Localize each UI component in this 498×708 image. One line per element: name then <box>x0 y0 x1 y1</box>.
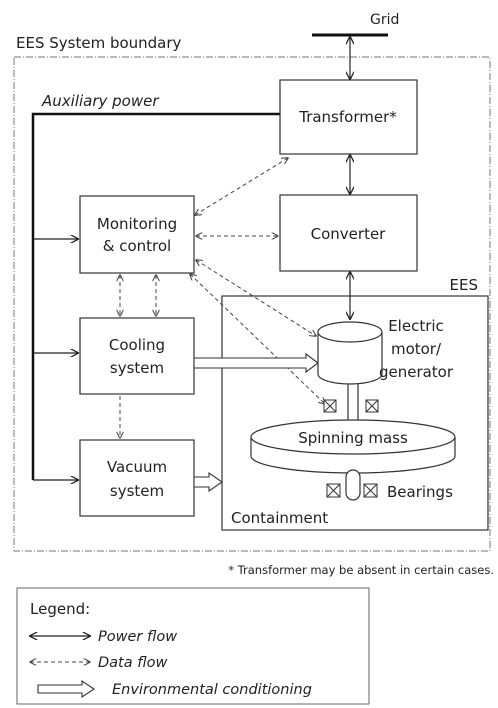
monitoring-label-line2: & control <box>103 237 171 255</box>
footnote: * Transformer may be absent in certain c… <box>228 563 494 577</box>
upper-bearing-right-icon <box>365 399 379 413</box>
motor-label-line1: Electric <box>388 317 444 335</box>
converter-label: Converter <box>311 225 387 243</box>
auxiliary-power-line <box>31 112 280 480</box>
monitoring-bearings-data-flow <box>190 274 325 404</box>
bearings-label: Bearings <box>387 483 453 501</box>
cooling-label-line1: Cooling <box>109 336 165 354</box>
legend-power-flow-label: Power flow <box>98 629 177 645</box>
upper-bearing-left-icon <box>323 399 337 413</box>
grid-label: Grid <box>370 12 399 28</box>
transformer-label: Transformer* <box>298 108 397 126</box>
vacuum-label-line2: system <box>110 482 164 500</box>
legend-environmental-label: Environmental conditioning <box>112 682 312 698</box>
system-boundary-label: EES System boundary <box>16 34 182 52</box>
vacuum-to-containment-conditioning-arrow <box>193 471 223 493</box>
converter-box <box>279 194 418 272</box>
spinning-mass-label: Spinning mass <box>298 429 408 447</box>
lower-shaft <box>345 469 361 501</box>
cooling-system-box <box>79 317 195 395</box>
shaft <box>347 381 359 423</box>
legend-title: Legend: <box>30 600 90 618</box>
cooling-label-line2: system <box>110 359 164 377</box>
cooling-to-motor-conditioning-arrow <box>193 352 319 374</box>
system-boundary <box>13 56 491 552</box>
vacuum-label-line1: Vacuum <box>107 458 167 476</box>
transformer-box <box>279 79 418 155</box>
legend-data-flow-label: Data flow <box>98 655 167 671</box>
monitoring-control-box <box>79 195 195 274</box>
monitoring-label-line1: Monitoring <box>97 215 177 233</box>
motor-label-line3: generator <box>379 363 454 381</box>
vacuum-system-box <box>79 439 195 517</box>
lower-bearing-left-icon <box>326 483 341 498</box>
motor-label-line2: motor/ <box>391 340 442 358</box>
auxiliary-power-label: Auxiliary power <box>41 92 159 110</box>
spinning-mass-disc <box>250 419 456 474</box>
monitoring-transformer-data-flow <box>195 158 288 215</box>
ees-containment-box <box>221 295 489 531</box>
ees-label: EES <box>450 276 478 294</box>
legend-environmental-swatch <box>37 679 95 699</box>
motor-generator-cylinder <box>317 321 383 385</box>
containment-label: Containment <box>231 509 328 527</box>
lower-bearing-right-icon <box>363 483 378 498</box>
